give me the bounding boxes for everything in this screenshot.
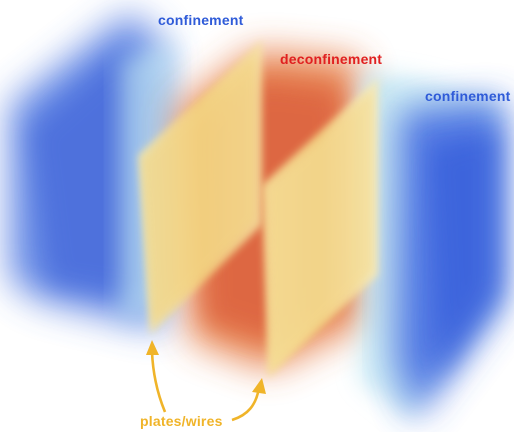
arrow-to-left-plate <box>146 340 167 413</box>
confinement-region-left <box>10 12 175 330</box>
label-confinement-left: confinement <box>158 12 244 28</box>
label-confinement-right: confinement <box>425 88 511 104</box>
confinement-region-right <box>360 70 505 420</box>
arrow-to-right-plate <box>231 378 266 422</box>
plate-right <box>262 78 378 378</box>
label-deconfinement: deconfinement <box>280 51 383 67</box>
plate-left <box>138 40 262 335</box>
label-plates-wires: plates/wires <box>140 413 223 429</box>
